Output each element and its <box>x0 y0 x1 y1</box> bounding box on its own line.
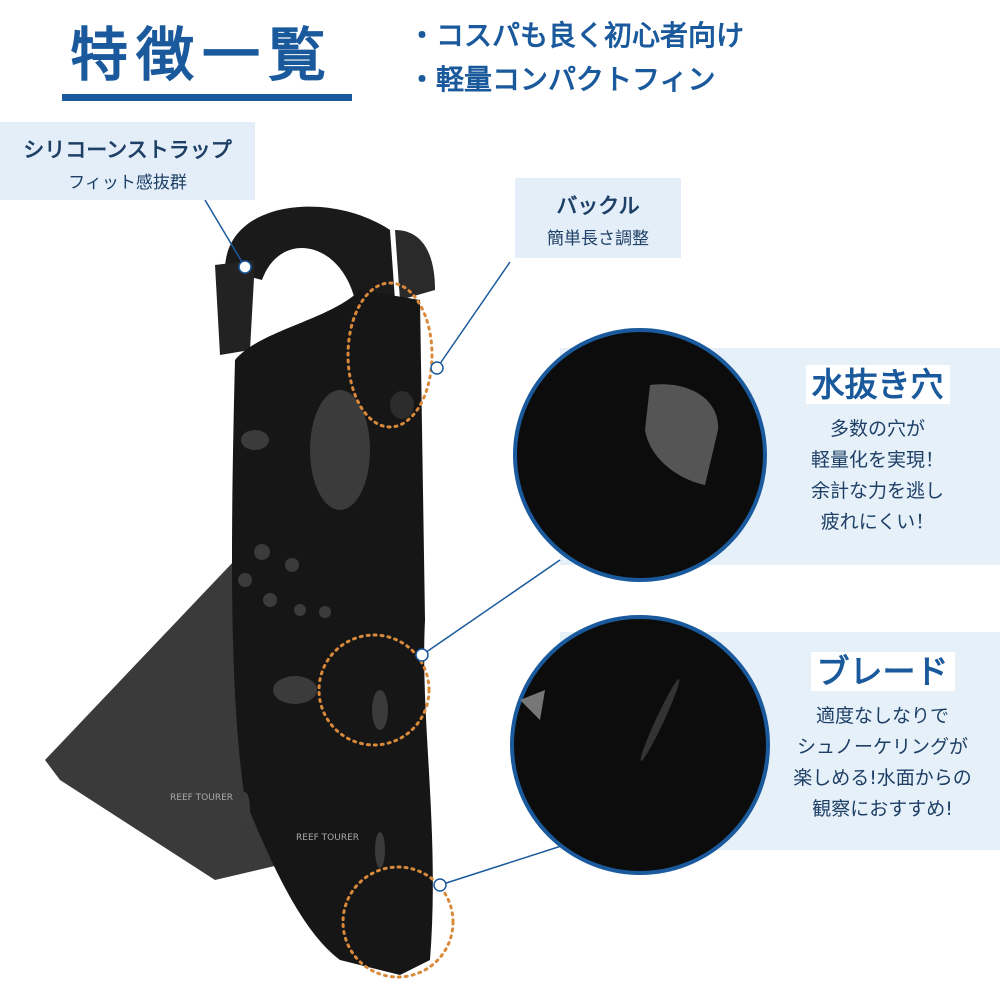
panel-title: ブレード <box>810 652 955 691</box>
panel-line: 適度なしなりで <box>815 705 949 727</box>
panel-line: 楽しめる!水面からの <box>793 767 972 789</box>
panel-line: 疲れにくい！ <box>820 511 935 533</box>
page-title: 特徴一覧 <box>70 21 335 89</box>
panel-line: 多数の穴が <box>829 418 925 440</box>
drain-hole-text: 水抜き穴 多数の穴が 軽量化を実現！ 余計な力を逃し 疲れにくい！ <box>770 365 985 538</box>
panel-line: 軽量化を実現！ <box>810 449 944 471</box>
title-underline <box>62 94 352 101</box>
buckle-icon <box>390 391 414 419</box>
callout-subtitle: フィット感抜群 <box>68 173 187 193</box>
drain-holes <box>238 390 388 868</box>
callout-title: バックル <box>556 194 640 218</box>
callout-subtitle: 簡単長さ調整 <box>547 229 649 249</box>
silicone-strap <box>225 206 395 300</box>
connector-lines <box>204 199 581 892</box>
feature-bullet: ・コスパも良く初心者向け <box>408 19 745 52</box>
logo-reef-tourer: REEF TOURER <box>170 793 233 803</box>
dotted-highlights <box>317 281 455 979</box>
blade-closeup <box>510 615 770 875</box>
drain-hole-closeup <box>513 328 767 582</box>
panel-line: 余計な力を逃し <box>810 480 944 502</box>
callout-title: シリコーンストラップ <box>23 138 232 162</box>
feature-bullet: ・軽量コンパクトフィン <box>408 63 716 96</box>
foot-pocket <box>232 290 433 975</box>
blade-text: ブレード 適度なしなりで シュノーケリングが 楽しめる!水面からの 観察におすす… <box>765 652 1000 825</box>
panel-title: 水抜き穴 <box>805 365 950 404</box>
panel-line: 観察におすすめ! <box>812 798 953 820</box>
callout-silicone-strap: シリコーンストラップ フィット感抜群 <box>0 122 255 200</box>
svg-text:REEF TOURER: REEF TOURER <box>296 833 359 843</box>
panel-line: シュノーケリングが <box>796 736 968 758</box>
callout-buckle: バックル 簡単長さ調整 <box>515 178 681 258</box>
